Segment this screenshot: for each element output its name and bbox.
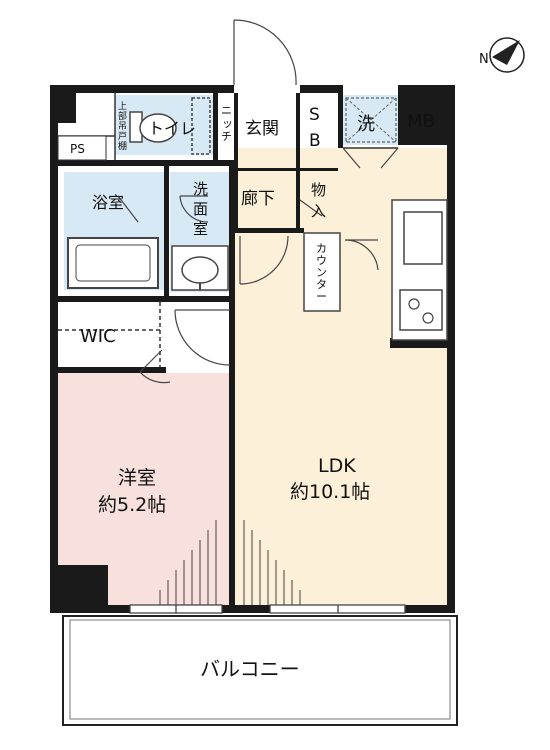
ldk-name: LDK [318, 455, 356, 477]
counter-bar [303, 232, 341, 312]
western-room-name: 洋室 [118, 467, 156, 489]
niche-label-1: ッ [222, 117, 233, 130]
ps-label: PS [70, 142, 85, 156]
kitchen-cooktop [399, 289, 443, 331]
entrance-label: 玄関 [245, 119, 279, 139]
sb-label-1: B [309, 131, 321, 151]
hallway-label: 廊下 [241, 189, 275, 209]
balcony-outline [62, 615, 458, 726]
toilet-label: トイレ [148, 119, 196, 138]
mb-label: MB [407, 111, 435, 132]
basin-bowl [181, 256, 219, 284]
walls [50, 85, 455, 613]
slider-hatch [159, 520, 301, 605]
bath-label: 浴室 [92, 193, 124, 212]
ps-box [57, 135, 107, 161]
counter-label-1: ウ [316, 254, 327, 267]
washroom-label-0: 洗 [193, 180, 208, 198]
compass-icon [489, 37, 525, 73]
toilet-fixture [129, 97, 211, 155]
niche-label-0: ニ [221, 104, 232, 117]
washroom-label-1: 面 [193, 200, 208, 218]
ldk-area-text: 約10.1帖 [290, 481, 370, 503]
balcony-label: バルコニー [200, 657, 300, 681]
storage-label-0: 物 [311, 181, 326, 199]
counter-label-2: ン [316, 266, 327, 279]
western-room-area-text: 約5.2帖 [98, 494, 166, 516]
upper-shelf-label-3: 戸 [118, 131, 127, 142]
kitchen-sink [403, 211, 443, 265]
counter-label-4: ー [316, 290, 327, 303]
counter-label-0: カ [316, 242, 327, 255]
upper-shelf-label-0: 上 [118, 101, 127, 112]
sb-label-0: S [309, 105, 320, 125]
upper-shelf-label-1: 部 [118, 110, 127, 122]
compass-label: N [479, 52, 489, 67]
storage-label-1: 入 [311, 202, 326, 220]
wic-label: WIC [80, 326, 116, 347]
balcony-inner [69, 619, 451, 720]
upper-shelf-label-4: 棚 [118, 140, 127, 152]
upper-shelf-label-2: 吊 [118, 121, 127, 132]
bathtub-inner [75, 244, 151, 282]
laundry-label: 洗 [357, 114, 375, 135]
counter-label-3: タ [316, 278, 327, 291]
washroom-label-2: 室 [193, 220, 208, 238]
doors [117, 19, 399, 384]
niche-label-2: チ [221, 130, 232, 143]
